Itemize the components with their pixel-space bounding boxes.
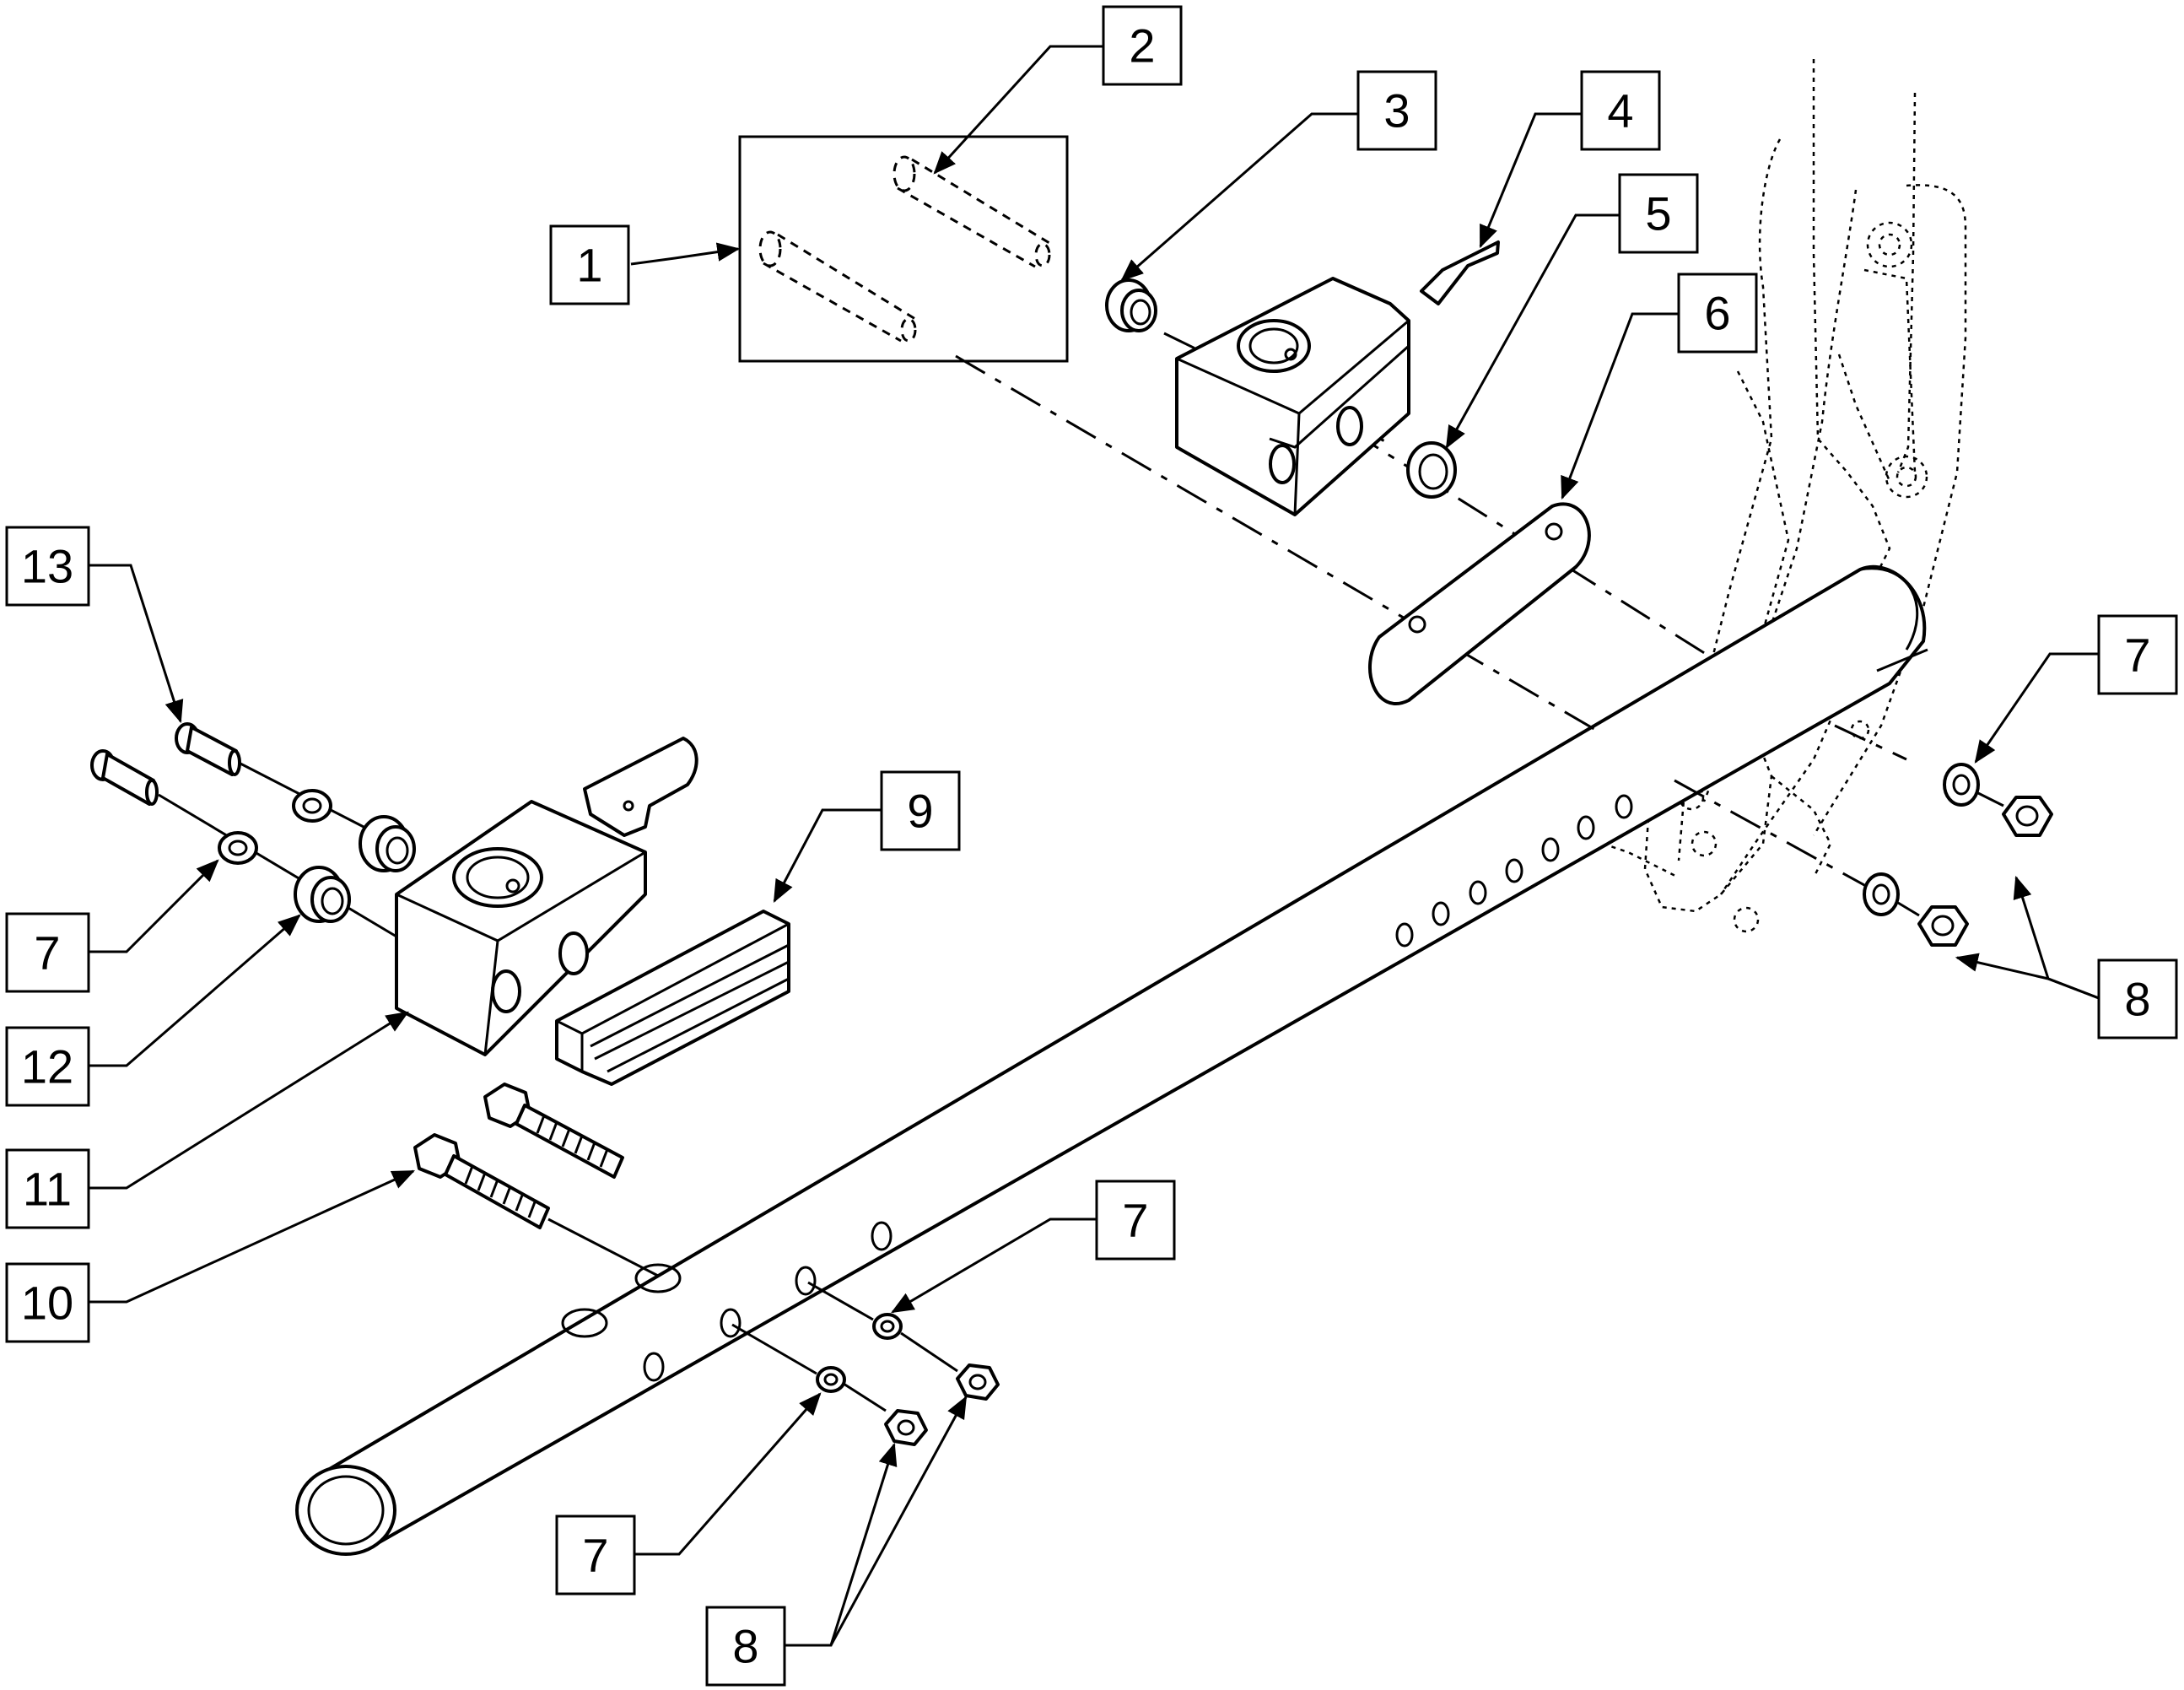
pin-2-icon [892, 155, 1051, 268]
callout-8-right: 8 [2097, 958, 2178, 1039]
callout-7-left-label: 7 [34, 926, 60, 980]
callout-7-lower-left: 7 [555, 1515, 636, 1596]
callout-8-lower: 8 [705, 1606, 786, 1687]
callout-7-right: 7 [2097, 614, 2178, 695]
callout-9-label: 9 [907, 785, 933, 838]
callout-2: 2 [1102, 5, 1183, 86]
washer-7-left-icon [218, 831, 258, 865]
callout-3-label: 3 [1383, 84, 1410, 138]
washer-5-icon [1406, 441, 1457, 499]
callout-4: 4 [1580, 70, 1661, 151]
callout-10-label: 10 [21, 1277, 73, 1330]
callout-1-label: 1 [576, 239, 602, 292]
nut-8-lower-left-icon [884, 1409, 928, 1446]
callout-9: 9 [880, 770, 961, 851]
frame-outline [1602, 59, 1967, 933]
washer-7-right-upper-icon [1943, 763, 1980, 807]
washer-7-lower-right-icon [872, 1313, 903, 1340]
callout-11: 11 [5, 1148, 90, 1229]
pin-kit-box [738, 135, 1069, 363]
callout-12: 12 [5, 1026, 90, 1107]
callout-7-right-label: 7 [2124, 629, 2150, 682]
callout-5-label: 5 [1645, 187, 1671, 240]
callout-8-lower-label: 8 [732, 1620, 758, 1673]
bolt-10-icon [413, 1133, 659, 1277]
slide-rail-9-icon [555, 910, 790, 1086]
callout-7-lower-left-label: 7 [582, 1529, 608, 1582]
washer-7-upper-icon [292, 789, 332, 823]
callout-12-label: 12 [21, 1040, 73, 1093]
lower-clamp-block [395, 737, 698, 1056]
bushing-3-icon [1105, 278, 1157, 332]
callout-6: 6 [1677, 273, 1758, 354]
callout-13-label: 13 [21, 540, 73, 593]
main-tube [295, 564, 1928, 1556]
nut-8-lower-right-icon [956, 1363, 1000, 1401]
bushing-12-icon [294, 866, 351, 923]
callout-1: 1 [549, 224, 630, 305]
callout-10: 10 [5, 1262, 90, 1343]
callout-2-label: 2 [1129, 19, 1155, 73]
callout-11-label: 11 [23, 1163, 72, 1216]
pin-13b-icon [90, 749, 397, 938]
nut-8-right-upper-icon [2002, 796, 2053, 837]
callout-5: 5 [1618, 173, 1699, 254]
pin-1-icon [758, 230, 917, 343]
washer-7-lower-left-icon [816, 1366, 846, 1393]
nut-8-right-lower-icon [1917, 905, 1969, 947]
callout-6-label: 6 [1704, 287, 1730, 340]
callout-3: 3 [1356, 70, 1437, 151]
upper-clamp-block [1175, 240, 1500, 516]
callout-8-right-label: 8 [2124, 973, 2150, 1026]
callout-7-left: 7 [5, 912, 90, 993]
leader-lines [89, 45, 2100, 1647]
callout-4-label: 4 [1607, 84, 1633, 138]
washer-7-right-lower-icon [1863, 872, 1900, 916]
callout-13: 13 [5, 526, 90, 607]
link-plate-6-icon [1367, 502, 1591, 705]
callout-7-lower-right-label: 7 [1122, 1194, 1148, 1247]
callout-7-lower-right: 7 [1095, 1180, 1176, 1261]
bolt-10b-icon [483, 1083, 624, 1179]
bushing-12b-icon [359, 815, 416, 872]
